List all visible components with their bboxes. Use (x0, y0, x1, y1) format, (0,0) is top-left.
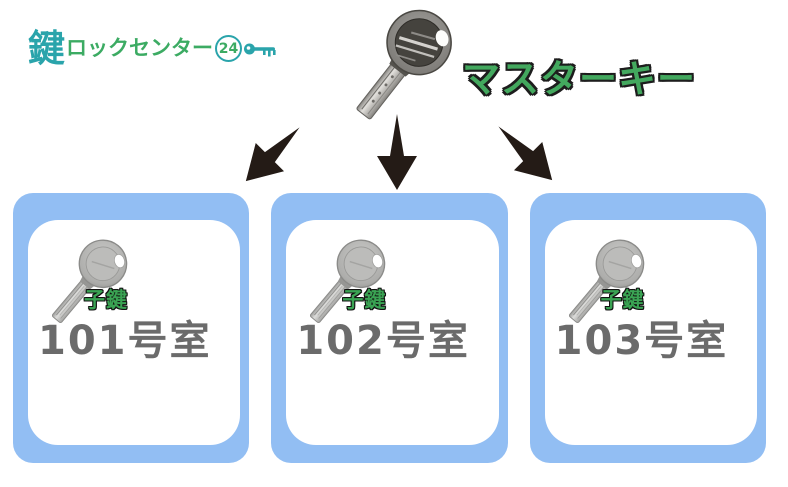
room-card-inner: 子鍵 103号室 (544, 220, 757, 445)
site-logo: 鍵 ロックセンター 24 (28, 30, 279, 67)
room-card-102: 子鍵 102号室 (271, 193, 508, 463)
child-key-badge: 子鍵 (600, 288, 645, 312)
master-key-icon (338, 5, 462, 129)
room-cards: 子鍵 101号室 (13, 193, 766, 463)
child-key-icon (553, 234, 653, 334)
child-key-icon (294, 234, 394, 334)
master-key-title: マスターキー (462, 57, 697, 101)
child-key-badge: 子鍵 (342, 288, 387, 312)
child-key-badge: 子鍵 (84, 288, 128, 312)
room-card-101: 子鍵 101号室 (13, 193, 250, 463)
logo-number: 24 (218, 40, 239, 57)
room-card-inner: 子鍵 102号室 (286, 220, 499, 445)
room-card-inner: 子鍵 101号室 (28, 220, 241, 445)
room-card-103: 子鍵 103号室 (529, 193, 766, 463)
room-label: 103号室 (554, 318, 729, 364)
child-key-icon (36, 234, 136, 334)
key-icon (243, 41, 279, 57)
down-left-arrow-icon (228, 111, 316, 199)
room-label: 102号室 (296, 318, 470, 364)
logo-24-circle: 24 (215, 35, 242, 62)
down-right-arrow-icon (482, 110, 570, 198)
down-arrow-icon (374, 114, 420, 192)
logo-name: ロックセンター (66, 36, 213, 60)
room-label: 101号室 (38, 318, 212, 364)
logo-kanji: 鍵 (28, 27, 65, 70)
